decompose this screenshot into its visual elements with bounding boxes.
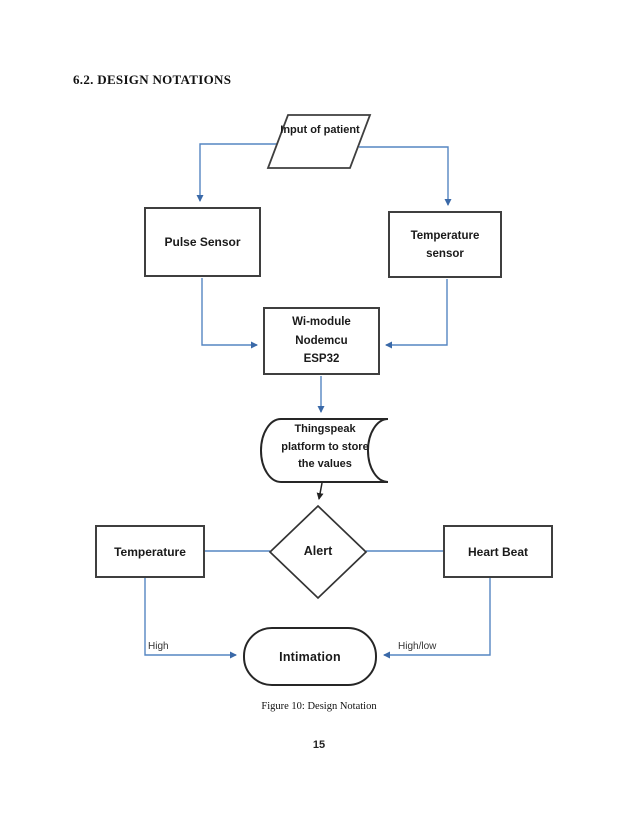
node-temperature-sensor: Temperature sensor	[388, 211, 502, 278]
edge-label-high: High	[148, 641, 169, 652]
node-label: Pulse Sensor	[164, 235, 241, 249]
node-label: Alert	[303, 544, 333, 558]
node-label: Thingspeak	[294, 423, 356, 435]
node-temperature: Temperature	[95, 525, 205, 578]
node-label: ESP32	[303, 353, 340, 366]
figure-caption: Figure 10: Design Notation	[261, 701, 377, 712]
connector-temperature-sensor-to-wifi	[385, 279, 448, 349]
node-label: Intimation	[279, 649, 341, 664]
node-label: sensor	[426, 247, 464, 260]
connector-input-to-temperature-sensor	[359, 146, 452, 206]
node-label: store the	[298, 440, 369, 471]
page-number: 15	[312, 739, 326, 751]
node-wifi-module: Wi-module Nodemcu ESP32	[263, 307, 380, 375]
node-label: values	[317, 458, 352, 470]
node-alert: Alert	[283, 544, 353, 558]
connector-input-to-pulse	[196, 143, 278, 202]
node-label: Input of	[280, 124, 321, 136]
node-label: Temperature	[410, 229, 480, 242]
node-label: Heart Beat	[467, 544, 529, 559]
node-input-patient: Input of patient	[270, 122, 370, 139]
node-label: Wi-module	[292, 316, 351, 329]
edge-label-high-low: High/low	[398, 641, 437, 652]
connector-pulse-to-wifi	[201, 278, 258, 349]
node-thingspeak: Thingspeak platform to store the values	[272, 421, 378, 483]
node-intimation: Intimation	[243, 627, 377, 686]
section-heading: 6.2. DESIGN NOTATIONS	[73, 72, 232, 87]
input-parallelogram-shape	[266, 114, 372, 169]
node-label: Temperature	[114, 544, 186, 559]
connector-thingspeak-to-alert	[316, 482, 324, 500]
node-pulse-sensor: Pulse Sensor	[144, 207, 261, 277]
thingspeak-stored-data-shape	[260, 418, 389, 483]
node-label: Nodemcu	[295, 334, 348, 347]
connector-heartbeat-to-intimation	[383, 578, 491, 659]
node-label: patient	[323, 124, 360, 136]
node-heart-beat: Heart Beat	[443, 525, 553, 578]
connector-temperature-to-intimation	[144, 578, 237, 659]
alert-diamond-shape	[268, 504, 368, 600]
node-label: platform to	[281, 440, 339, 453]
